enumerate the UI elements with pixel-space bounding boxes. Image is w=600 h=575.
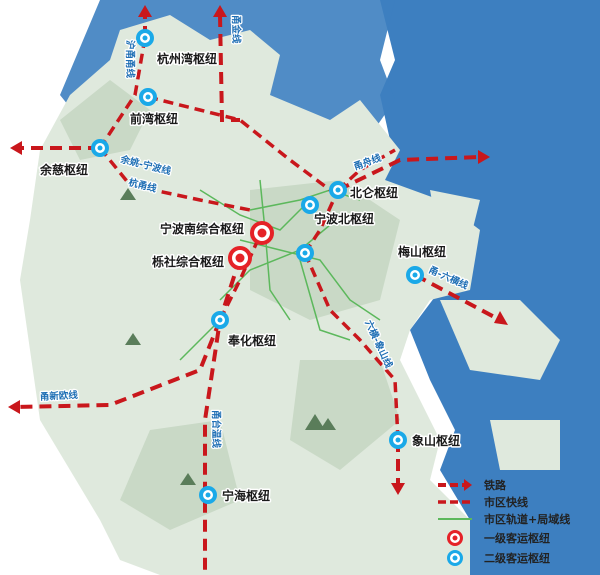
mountain-icon	[180, 473, 196, 485]
legend-rail-label: 铁路	[484, 478, 507, 492]
hub-level2-centers	[97, 35, 418, 498]
hub-level1-dongshe[interactable]	[228, 246, 252, 270]
label-line-yong-wen: 甬新欧线	[40, 389, 79, 403]
label-line-yong-tai: 甬台温线	[210, 410, 222, 449]
label-hangzhouwan: 杭州湾枢纽	[157, 51, 217, 66]
legend-rail-arrow	[464, 479, 472, 491]
legend-metro-label: 市区轨道+局域线	[484, 512, 570, 526]
island	[300, 500, 430, 570]
island	[430, 190, 480, 245]
mountain-icon	[125, 333, 141, 345]
label-ninghai: 宁海枢纽	[222, 488, 270, 503]
label-line-yong-jin: 甬金线	[230, 15, 242, 44]
label-dongshe: 栎社综合枢纽	[152, 254, 224, 269]
label-xiangshan: 象山枢纽	[412, 433, 460, 448]
railway-lines	[14, 14, 501, 570]
label-ningbobei: 宁波北枢纽	[314, 211, 374, 226]
island	[490, 420, 560, 470]
legend-hub2-label: 二级客运枢纽	[484, 551, 550, 565]
mountain-icon	[120, 188, 136, 200]
island	[440, 300, 560, 380]
land-patch	[290, 360, 400, 470]
label-beilun: 北仑枢纽	[350, 185, 398, 200]
hub-level1-ningbonan[interactable]	[250, 221, 274, 245]
legend-expressway-label: 市区快线	[484, 495, 528, 509]
legend-hub1-label: 一级客运枢纽	[484, 531, 550, 545]
railway-arrows	[8, 5, 508, 495]
label-line-hu-yong: 沪甬甬线	[124, 40, 136, 79]
label-fenghua: 奉化枢纽	[227, 333, 276, 348]
label-meishan: 梅山枢纽	[398, 244, 446, 259]
expressway-lines	[98, 37, 400, 441]
label-ningbonan: 宁波南综合枢纽	[160, 221, 244, 236]
land-patch	[60, 80, 150, 160]
label-qianwan: 前湾枢纽	[130, 111, 178, 126]
mountain-icon	[305, 414, 336, 430]
legend: 铁路 市区快线 市区轨道+局域线 一级客运枢纽 二级客运枢纽	[438, 478, 570, 566]
label-yuyao: 余慈枢纽	[39, 162, 88, 177]
urban-area	[250, 180, 400, 320]
